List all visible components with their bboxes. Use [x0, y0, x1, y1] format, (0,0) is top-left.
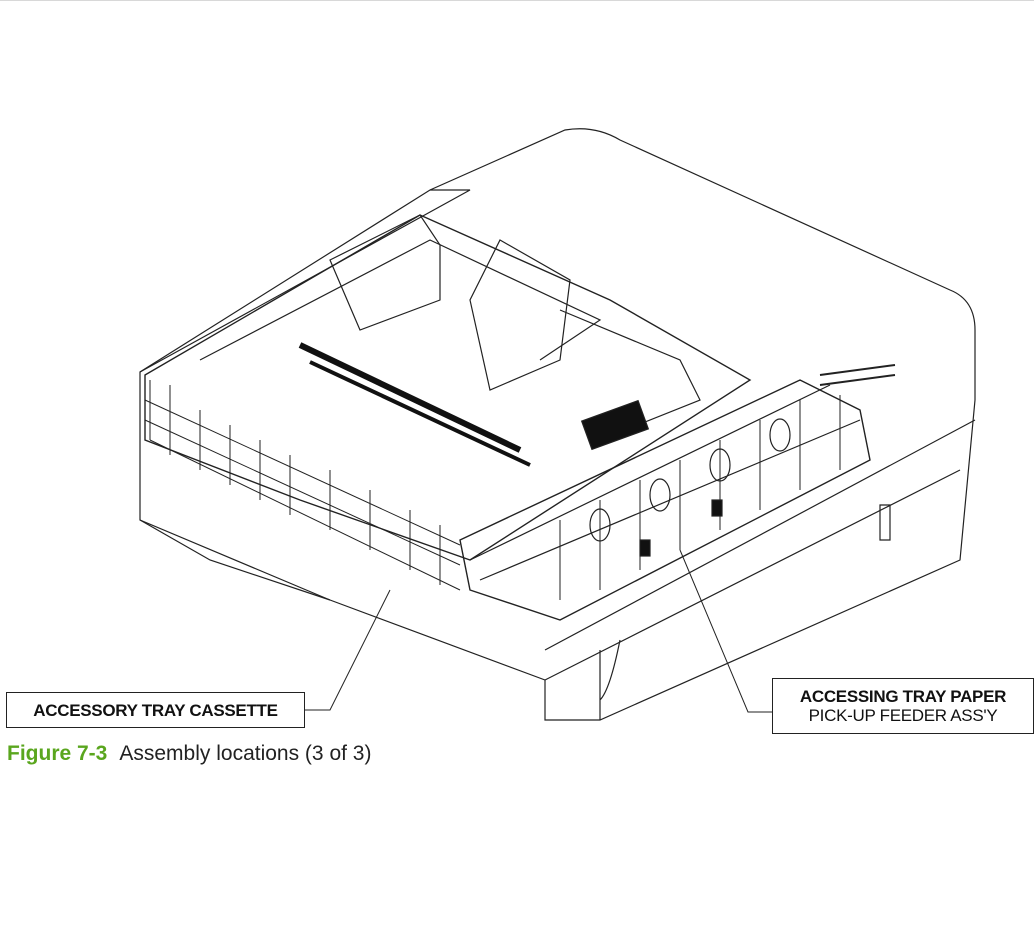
callout-text-line1: ACCESSING TRAY PAPER [799, 687, 1007, 706]
callout-pickup-feeder: ACCESSING TRAY PAPER PICK-UP FEEDER ASS'… [772, 678, 1034, 734]
base-outline [139, 128, 976, 721]
callout-accessory-tray-cassette: ACCESSORY TRAY CASSETTE [6, 692, 305, 728]
callout-text-line2: PICK-UP FEEDER ASS'Y [808, 706, 998, 725]
leader-line-feeder [679, 549, 772, 713]
cassette-outline [144, 214, 752, 561]
figure-number: Figure 7-3 [7, 742, 108, 765]
figure-title: Assembly locations (3 of 3) [119, 742, 372, 765]
front-grille [144, 380, 461, 591]
feeder-assembly [459, 364, 896, 621]
leader-line-cassette [303, 589, 391, 711]
callout-text: ACCESSORY TRAY CASSETTE [33, 700, 278, 720]
page-border [0, 0, 1034, 1]
figure-caption: Figure 7-3 Assembly locations (3 of 3) [7, 742, 371, 766]
tray-illustration [139, 128, 976, 721]
